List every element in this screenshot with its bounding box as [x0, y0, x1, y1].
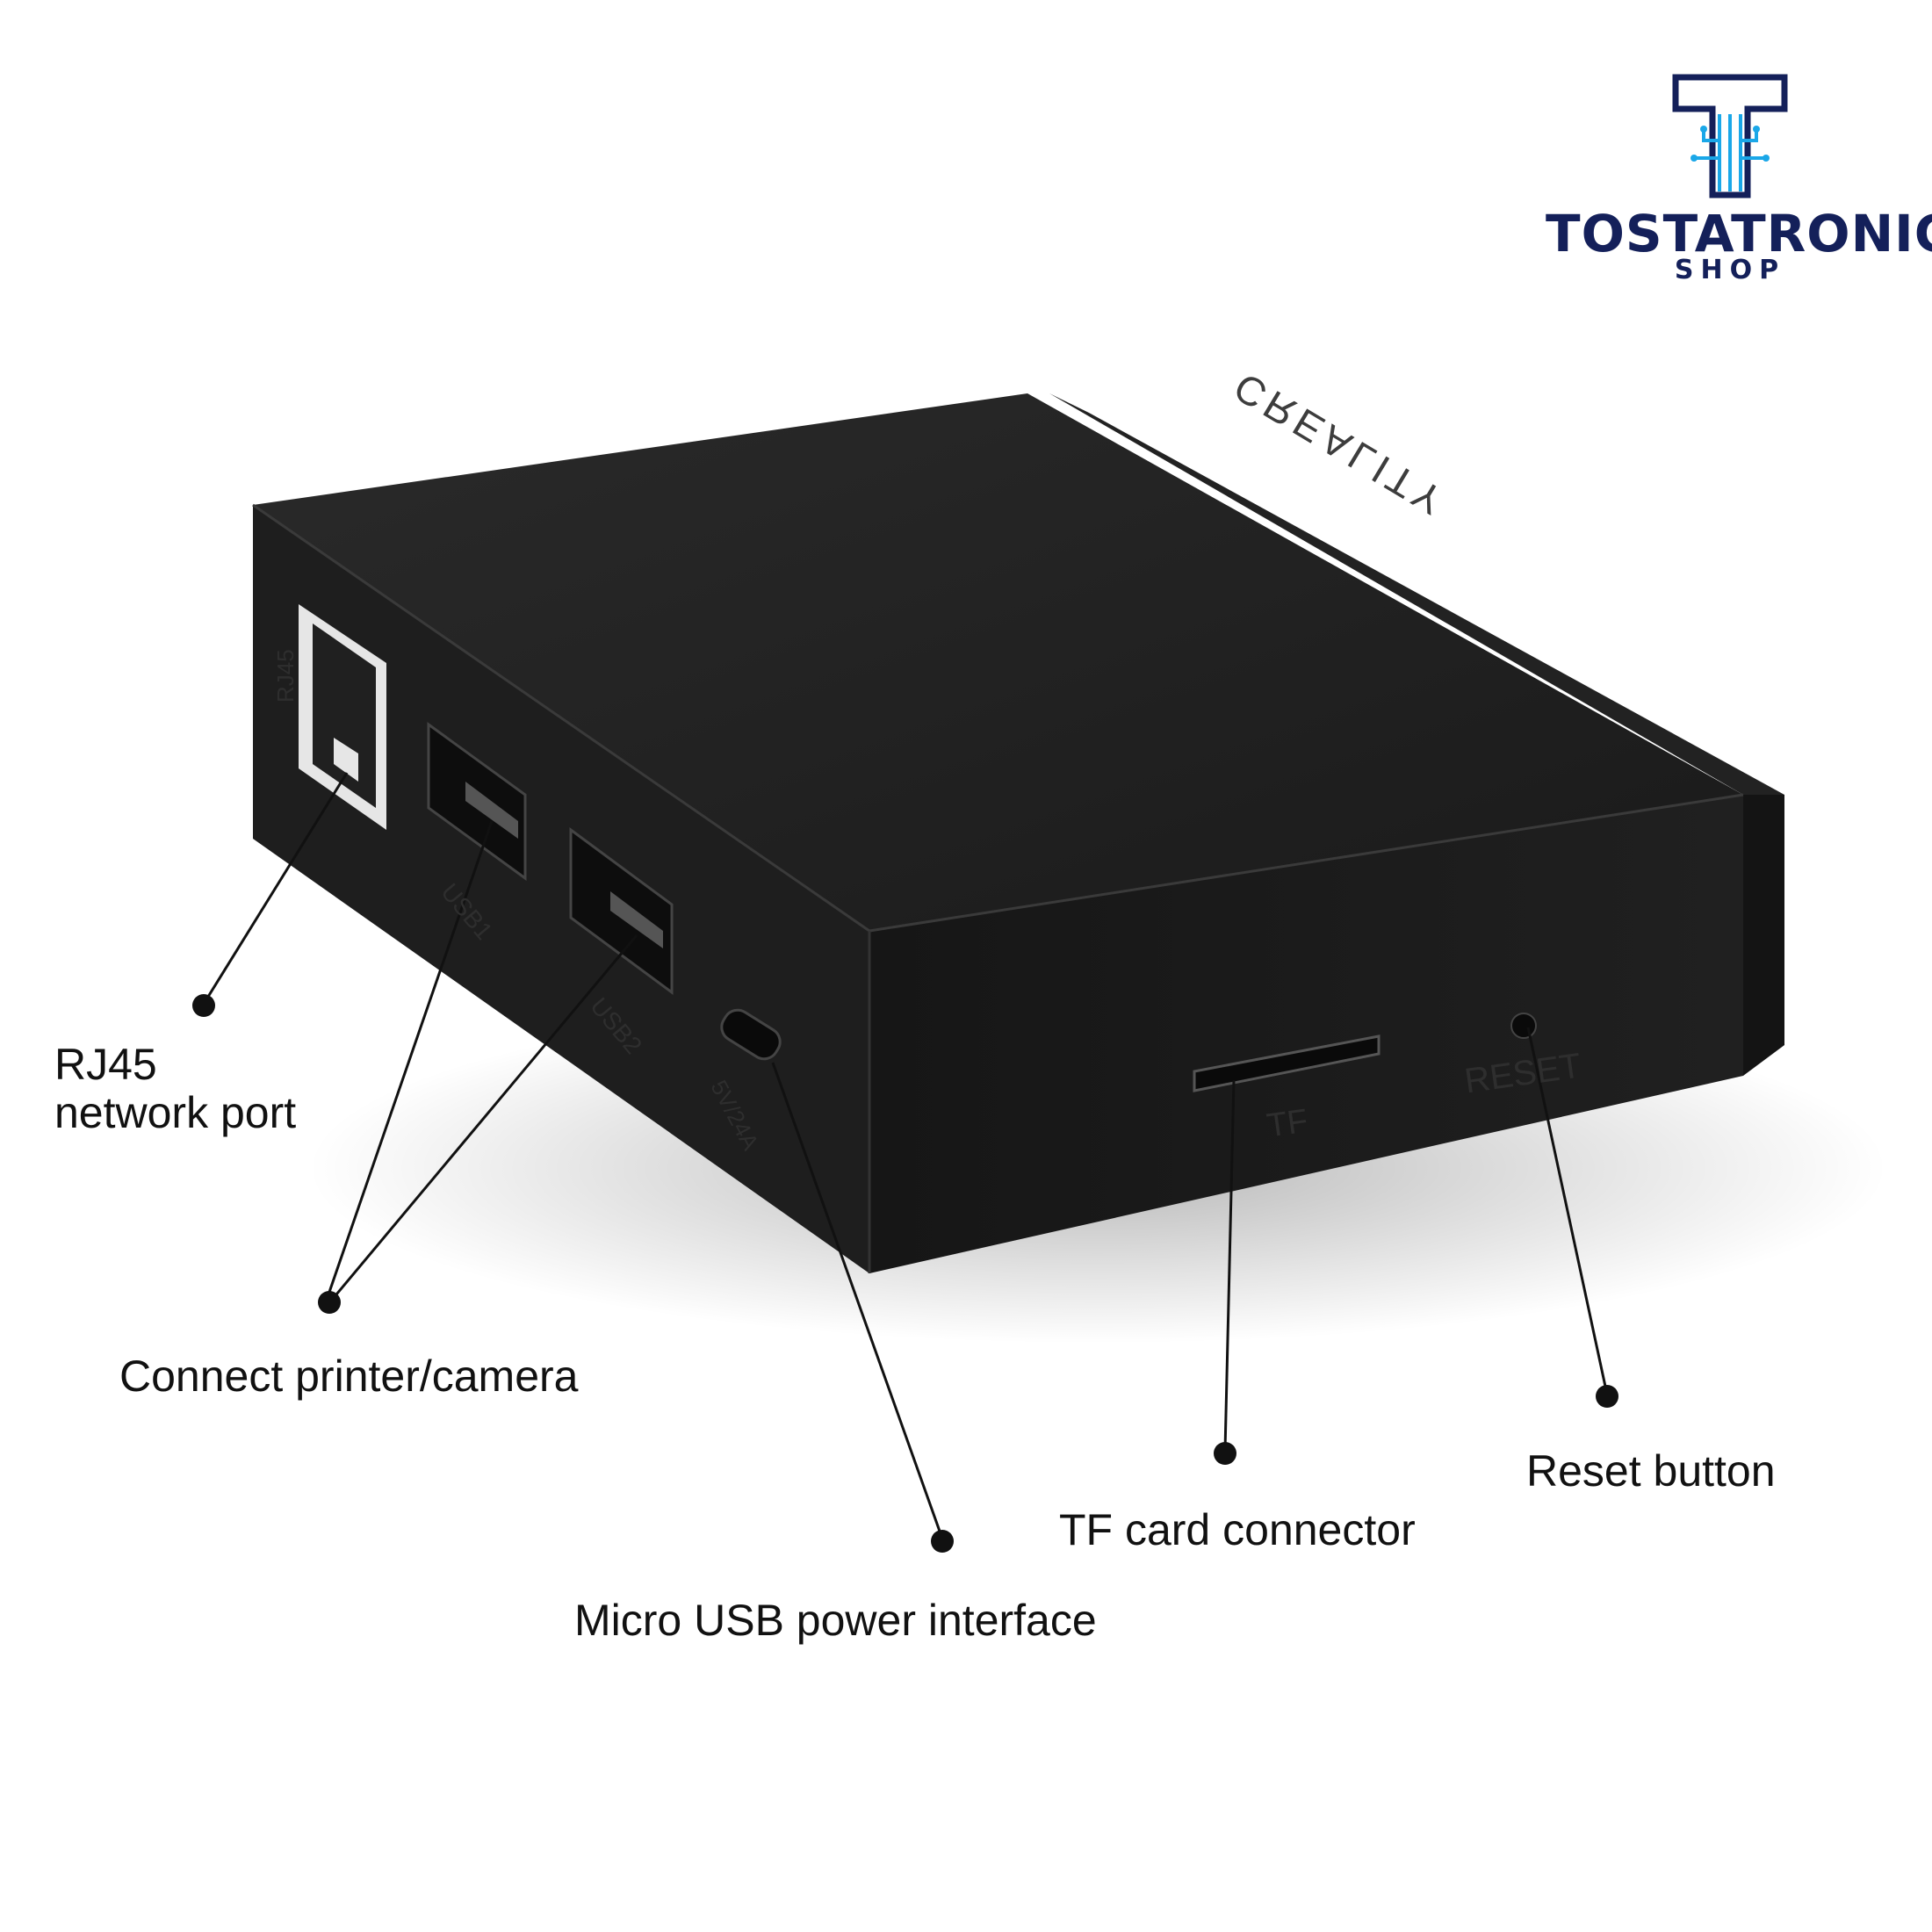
leader-usb1: [325, 820, 494, 1301]
brand-logo-icon: [1672, 74, 1788, 198]
callout-tf: TF card connector: [1059, 1505, 1416, 1554]
leader-tf: [1223, 1079, 1236, 1452]
callout-rj45: RJ45 network port: [54, 1041, 296, 1137]
callout-power: Micro USB power interface: [574, 1596, 1097, 1645]
tf-slot: [1193, 1034, 1381, 1092]
callout-usb: Connect printer/camera: [119, 1352, 579, 1401]
dot-reset: [1596, 1385, 1618, 1408]
leader-reset: [1526, 1027, 1609, 1395]
brand-subtitle: SHOP: [1674, 255, 1786, 285]
callout-rj45-line2: network port: [54, 1088, 297, 1137]
usb2-port: [569, 827, 674, 995]
micro-usb-port: [720, 1008, 782, 1061]
callout-rj45-line1: RJ45: [54, 1040, 157, 1089]
brand-name: TOSTATRONIC: [1546, 204, 1932, 263]
reset-button: [1510, 1013, 1537, 1039]
rj45-port-label: RJ45: [272, 649, 299, 703]
dot-tf: [1214, 1442, 1236, 1465]
dot-power: [931, 1530, 954, 1553]
leader-power: [771, 1062, 944, 1539]
leader-usb2: [330, 934, 638, 1301]
tf-port-label: TF: [1265, 1102, 1310, 1145]
device-body: [252, 393, 1784, 1273]
usb1-port: [427, 722, 527, 881]
leader-dots: [192, 994, 1618, 1553]
dot-rj45: [192, 994, 215, 1017]
leader-rj45: [202, 772, 349, 1005]
rj45-port: [299, 604, 386, 830]
leader-lines: [202, 772, 1609, 1539]
callout-reset: Reset button: [1526, 1446, 1776, 1496]
dot-usb: [318, 1291, 341, 1314]
